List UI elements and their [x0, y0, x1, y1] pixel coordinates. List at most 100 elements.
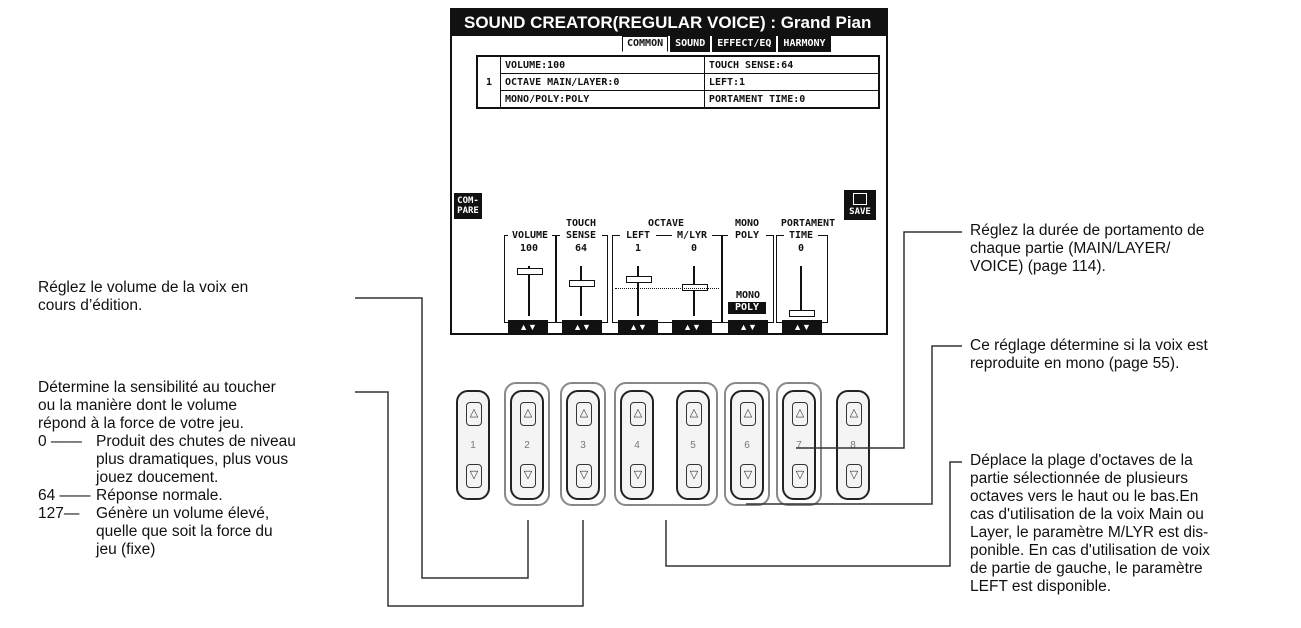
button-number: 7 — [796, 440, 802, 451]
down-arrow-icon: ▽ — [576, 464, 592, 488]
octave-mlyr-label: M/LYR — [672, 230, 712, 241]
tab-sound[interactable]: SOUND — [670, 36, 711, 52]
annotation-touch-64-key: 64 —— — [38, 487, 91, 504]
leader-line-touch — [355, 391, 584, 607]
arrow-button-6[interactable]: ▲▼ — [782, 320, 822, 334]
up-arrow-icon: △ — [520, 402, 536, 426]
portament-time-slider[interactable] — [776, 235, 828, 323]
table-row: 1 VOLUME:100 TOUCH SENSE:64 — [477, 56, 880, 108]
annotation-touch-0-key: 0 —— — [38, 433, 82, 450]
up-arrow-icon: △ — [686, 402, 702, 426]
portament-value: 0 — [797, 243, 805, 254]
highlight-frame — [504, 382, 550, 506]
button-number: 3 — [580, 440, 586, 451]
octave-label: OCTAVE — [638, 218, 694, 229]
slider-knob — [517, 268, 543, 275]
panel-button-3[interactable]: △ 3 ▽ — [566, 390, 600, 500]
panel-button-6[interactable]: △ 6 ▽ — [730, 390, 764, 500]
button-number: 4 — [634, 440, 640, 451]
arrow-button-2[interactable]: ▲▼ — [562, 320, 602, 334]
table-row: OCTAVE MAIN/LAYER:0 LEFT:1 — [478, 73, 880, 91]
volume-label: VOLUME — [508, 230, 552, 241]
lcd-screen: SOUND CREATOR(REGULAR VOICE) : Grand Pia… — [450, 8, 888, 335]
common-parameter-table: 1 VOLUME:100 TOUCH SENSE:64 OCTAVE MAIN/… — [476, 55, 880, 109]
panel-button-7[interactable]: △ 7 ▽ — [782, 390, 816, 500]
touch-sense-slider[interactable] — [556, 235, 608, 323]
mono-label: MONO — [728, 218, 766, 229]
panel-button-8[interactable]: △ 8 ▽ — [836, 390, 870, 500]
button-number: 5 — [690, 440, 696, 451]
octave-left-value: 1 — [634, 243, 642, 254]
octave-group — [612, 235, 722, 323]
button-number: 2 — [524, 440, 530, 451]
annotation-portament: Réglez la durée de portamento de chaque … — [970, 222, 1205, 275]
touch-sense-value: 64 — [574, 243, 588, 254]
down-arrow-icon: ▽ — [792, 464, 808, 488]
leader-line-mono — [746, 345, 962, 505]
up-arrow-icon: △ — [576, 402, 592, 426]
table-row: MONO/POLY:POLY PORTAMENT TIME:0 — [478, 90, 880, 108]
tab-bar: COMMON SOUND EFFECT/EQ HARMONY — [622, 36, 833, 52]
lcd-title: SOUND CREATOR(REGULAR VOICE) : Grand Pia… — [452, 10, 886, 36]
up-arrow-icon: △ — [630, 402, 646, 426]
highlight-frame — [614, 382, 718, 506]
panel-button-4[interactable]: △ 4 ▽ — [620, 390, 654, 500]
highlight-frame — [776, 382, 822, 506]
annotation-touch-intro: Détermine la sensibilité au toucher ou l… — [38, 379, 276, 432]
mono-option[interactable]: MONO — [735, 290, 761, 301]
compare-button[interactable]: COM- PARE — [454, 193, 482, 219]
tab-common[interactable]: COMMON — [622, 36, 669, 52]
down-arrow-icon: ▽ — [740, 464, 756, 488]
button-number: 6 — [744, 440, 750, 451]
leader-line-volume — [355, 297, 529, 579]
annotation-mono: Ce réglage détermine si la voix est repr… — [970, 337, 1208, 372]
tab-effect-eq[interactable]: EFFECT/EQ — [712, 36, 777, 52]
annotation-volume: Réglez le volume de la voix en cours d’é… — [38, 279, 249, 314]
octave-mlyr-value: 0 — [690, 243, 698, 254]
disk-icon — [853, 193, 867, 205]
volume-slider[interactable] — [504, 235, 556, 323]
annotation-touch-0-text: Produit des chutes de niveau plus dramat… — [96, 433, 296, 486]
down-arrow-icon: ▽ — [630, 464, 646, 488]
portament-label: PORTAMENT — [774, 218, 842, 229]
slider-knob — [682, 284, 708, 291]
highlight-frame — [724, 382, 770, 506]
panel-button-5[interactable]: △ 5 ▽ — [676, 390, 710, 500]
slider-track — [580, 266, 582, 316]
up-arrow-icon: △ — [846, 402, 862, 426]
mono-poly-selector[interactable]: MONO POLY — [722, 235, 774, 323]
button-number: 8 — [850, 440, 856, 451]
down-arrow-icon: ▽ — [846, 464, 862, 488]
arrow-button-4[interactable]: ▲▼ — [672, 320, 712, 334]
arrow-button-1[interactable]: ▲▼ — [508, 320, 548, 334]
poly-label: POLY — [728, 230, 766, 241]
save-button[interactable]: SAVE — [844, 190, 876, 220]
up-arrow-icon: △ — [740, 402, 756, 426]
highlight-frame — [560, 382, 606, 506]
volume-value: 100 — [519, 243, 539, 254]
save-label: SAVE — [849, 207, 871, 217]
annotation-touch-127-text: Génère un volume élevé, quelle que soit … — [96, 505, 273, 558]
part-number: 1 — [477, 56, 501, 108]
tab-harmony[interactable]: HARMONY — [778, 36, 831, 52]
up-arrow-icon: △ — [466, 402, 482, 426]
arrow-button-5[interactable]: ▲▼ — [728, 320, 768, 334]
slider-knob — [626, 276, 652, 283]
slider-knob — [569, 280, 595, 287]
arrow-button-3[interactable]: ▲▼ — [618, 320, 658, 334]
sense-label: SENSE — [560, 230, 602, 241]
slider-track — [800, 266, 802, 316]
leader-line-portament — [796, 231, 962, 449]
octave-left-label: LEFT — [620, 230, 656, 241]
touch-label: TOUCH — [560, 218, 602, 229]
leader-line-octave — [665, 461, 962, 567]
annotation-octave: Déplace la plage d'octaves de la partie … — [970, 452, 1210, 595]
zero-dotted-line — [615, 288, 719, 289]
annotation-touch-64-text: Réponse normale. — [96, 487, 223, 504]
down-arrow-icon: ▽ — [520, 464, 536, 488]
panel-button-1[interactable]: △ 1 ▽ — [456, 390, 490, 500]
panel-button-2[interactable]: △ 2 ▽ — [510, 390, 544, 500]
poly-option[interactable]: POLY — [728, 302, 766, 314]
table-cell[interactable]: PORTAMENT TIME:0 — [703, 90, 880, 108]
